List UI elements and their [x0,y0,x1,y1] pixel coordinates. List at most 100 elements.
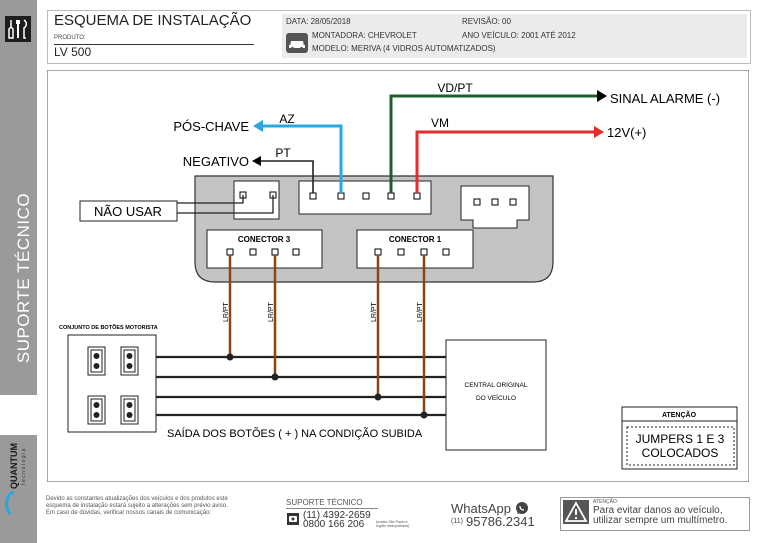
vdpt-wire-label: VD/PT [437,81,473,95]
nao-usar-lead [177,195,274,214]
connector-pin [491,198,499,206]
connector-pin [271,248,279,256]
connector-pin [374,248,382,256]
warning-box [560,497,750,531]
manufacturer-text: MONTADORA: CHEVROLET [312,31,417,40]
central-label-line1: CENTRAL ORIGINAL [465,382,528,389]
sidebar-fold [0,395,37,435]
vehicle-year-text: ANO VEÍCULO: 2001 ATÉ 2012 [462,31,576,40]
arrow-head [597,90,607,102]
connector-3 [206,229,323,269]
buttons-title: CONJUNTO DE BOTÕES MOTORISTA [59,324,158,331]
warning-triangle-icon [563,500,589,524]
vehicle-info-box [282,14,747,58]
button-switch-icon [87,346,106,376]
button-switch-icon [120,346,139,376]
nao-usar-lead [177,195,244,204]
warning-label: ATENÇÃO: [593,499,619,505]
blue-wire [263,124,343,193]
whatsapp-prefix: (11) [451,518,463,525]
revision-text: REVISÃO: 00 [462,17,511,26]
button-bus-lines [156,355,446,417]
vm-wire-label: VM [431,116,449,130]
jumpers-line2: COLOCADOS [642,446,719,460]
pt-wire-label: PT [275,146,291,160]
side-connector [460,185,530,229]
black-wire [261,160,314,193]
saida-botoes-label: SAÍDA DOS BOTÕES ( + ) NA CONDIÇÃO SUBID… [167,427,423,440]
warning-line1: Para evitar danos ao veículo, [593,505,723,516]
connector-pin [413,192,421,200]
phone-note-1: (exceto São Paulo e [376,520,408,524]
connector-pin [473,198,481,206]
connector-pin [362,192,370,200]
car-icon [286,33,308,53]
arrow-head [253,120,263,132]
green-black-wire [389,94,597,193]
lrpt-label-1: LR/PT [223,301,230,322]
phone-number-1: (11) 4392-2659 [303,510,371,521]
negativo-label: NEGATIVO [183,154,249,169]
support-divider [286,508,378,509]
lrpt-label-3: LR/PT [371,301,378,322]
jumpers-line1: JUMPERS 1 E 3 [636,432,725,446]
connector-3-label: CONECTOR 3 [238,235,291,244]
vehicle-central-box [445,339,547,451]
jumpers-dashed-box [626,426,735,466]
red-wire [415,130,594,193]
whatsapp-label: WhatsApp [451,501,511,516]
connector-1-label: CONECTOR 1 [389,235,442,244]
atencao-title: ATENÇÃO [662,410,697,419]
brand-tagline: tecnologia [21,447,27,485]
product-label: PRODUTO: [54,35,86,41]
connector-pin [387,192,395,200]
header-box [47,10,751,64]
phone-note-2: região metropolitana) [376,524,410,528]
nao-usar-box [79,200,178,222]
connector-pin [309,192,317,200]
button-switch-icon [87,395,106,425]
model-text: MODELO: MERIVA (4 VIDROS AUTOMATIZADOS) [312,44,496,53]
product-value: LV 500 [54,45,92,59]
whatsapp-number: 95786.2341 [466,514,535,529]
disclaimer-line2: esquema de instalação estará sujeito a a… [46,503,228,509]
sidebar [0,0,37,543]
connector-pin [509,198,517,206]
junction-dots [226,353,428,419]
support-title: SUPORTE TÉCNICO [286,498,363,507]
connector-pin [226,248,234,256]
brand-name: QUANTUM [9,443,19,489]
lrpt-wires [228,255,426,415]
phone-icon [287,513,299,525]
date-text: DATA: 28/05/2018 [286,17,351,26]
connector-pin [397,248,405,256]
sidebar-section-title: SUPORTE TÉCNICO [14,192,33,364]
connector-pin [292,248,300,256]
12v-label: 12V(+) [607,125,646,140]
quantum-logo-icon [5,490,15,515]
disclaimer-line3: Em caso de dúvidas, verificar nossos can… [46,510,212,516]
connector-pin [442,248,450,256]
product-underline [54,44,254,45]
lrpt-label-4: LR/PT [417,301,424,322]
az-wire-label: AZ [279,112,294,126]
button-switch-icon [120,395,139,425]
disclaimer-line1: Devido as constantes atualizações dos ve… [46,496,228,502]
phone-number-2: 0800 166 206 [303,519,365,530]
pos-chave-label: PÓS-CHAVE [173,119,249,134]
connector-pin [420,248,428,256]
tools-logo-icon [5,16,31,42]
driver-buttons-panel [67,334,157,433]
page-title: ESQUEMA DE INSTALAÇÃO [54,12,252,29]
central-label-line2: DO VEÍCULO [476,393,516,402]
arrow-head [594,126,604,138]
arrow-head [252,156,261,166]
whatsapp-icon [516,502,528,514]
nao-usar-label: NÃO USAR [94,204,162,219]
wiring-diagram: CONECTOR 3 CONECTOR 1 VD/PT SINAL ALARME… [47,70,749,482]
sinal-alarme-label: SINAL ALARME (-) [610,91,720,106]
lrpt-label-2: LR/PT [268,301,275,322]
connector-pin [249,248,257,256]
connector-pin [337,192,345,200]
warning-line2: utilizar sempre um multímetro. [593,515,728,526]
